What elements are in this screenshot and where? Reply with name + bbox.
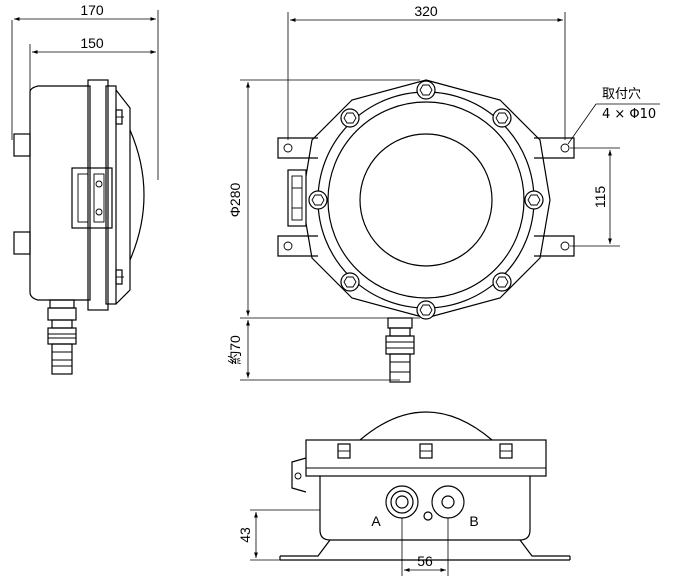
port-a-label: A <box>371 513 381 529</box>
dim-150-label: 150 <box>80 35 104 51</box>
side-hinge <box>71 167 113 229</box>
bracket-bottom-right <box>534 235 575 257</box>
side-body <box>29 85 91 301</box>
flange-bolts <box>308 80 544 320</box>
housing-outline <box>301 79 551 319</box>
side-dome <box>129 129 145 261</box>
port-plug <box>423 511 433 521</box>
bracket-top-left <box>277 137 318 159</box>
front-cable-gland <box>385 317 415 383</box>
lens-glass <box>359 133 493 267</box>
callout-mounting-hole-title: 取付穴 <box>602 87 641 102</box>
dim-320-label: 320 <box>414 3 438 19</box>
dim-43-label: 43 <box>237 527 253 543</box>
dim-approx-70-label: 約70 <box>227 335 243 365</box>
foot-left <box>280 539 331 557</box>
bottom-side-tab <box>291 457 307 493</box>
bottom-body <box>319 476 531 541</box>
dim-170-label: 170 <box>80 2 104 18</box>
side-flange <box>87 79 109 311</box>
dim-diameter-label: Φ280 <box>227 183 243 218</box>
dim-56-label: 56 <box>417 553 433 569</box>
callout-mounting-hole-spec: 4 × Φ10 <box>602 107 656 122</box>
side-cable-gland <box>47 299 77 375</box>
bottom-view: A B 43 56 <box>237 411 571 576</box>
bracket-bottom-left <box>277 235 318 257</box>
bottom-dome <box>359 411 493 441</box>
front-hinge <box>287 169 307 227</box>
foot-right <box>519 539 570 557</box>
side-view: 170 150 <box>11 2 159 375</box>
side-stud-upper <box>13 133 31 157</box>
dim-115-label: 115 <box>592 186 608 209</box>
side-stud-lower <box>13 231 31 255</box>
front-view: 320 Φ280 約70 115 取付穴 4 × Φ10 <box>227 3 660 383</box>
port-b-label: B <box>469 513 478 529</box>
port-b <box>431 485 465 519</box>
